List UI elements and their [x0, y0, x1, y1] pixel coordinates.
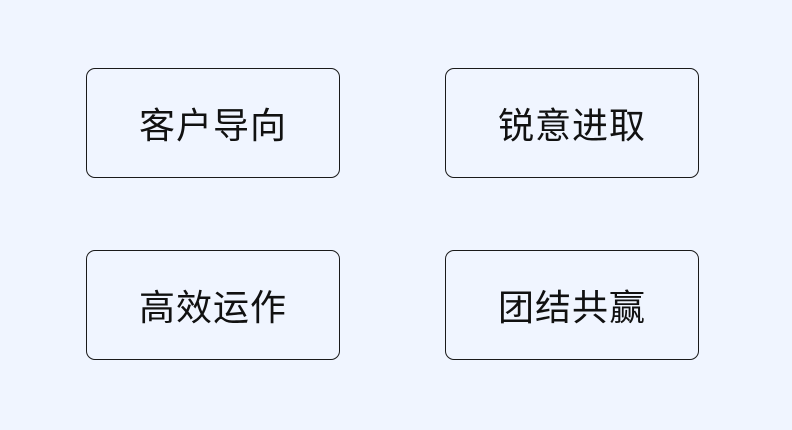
- value-label: 高效运作: [138, 288, 287, 329]
- value-label: 客户导向: [138, 106, 287, 147]
- value-label: 锐意进取: [497, 106, 646, 147]
- value-box-customer-oriented: 客户导向: [86, 68, 340, 178]
- value-box-enterprising: 锐意进取: [445, 68, 699, 178]
- value-box-efficient-operation: 高效运作: [86, 250, 340, 360]
- value-label: 团结共赢: [497, 288, 646, 329]
- value-box-win-win-unity: 团结共赢: [445, 250, 699, 360]
